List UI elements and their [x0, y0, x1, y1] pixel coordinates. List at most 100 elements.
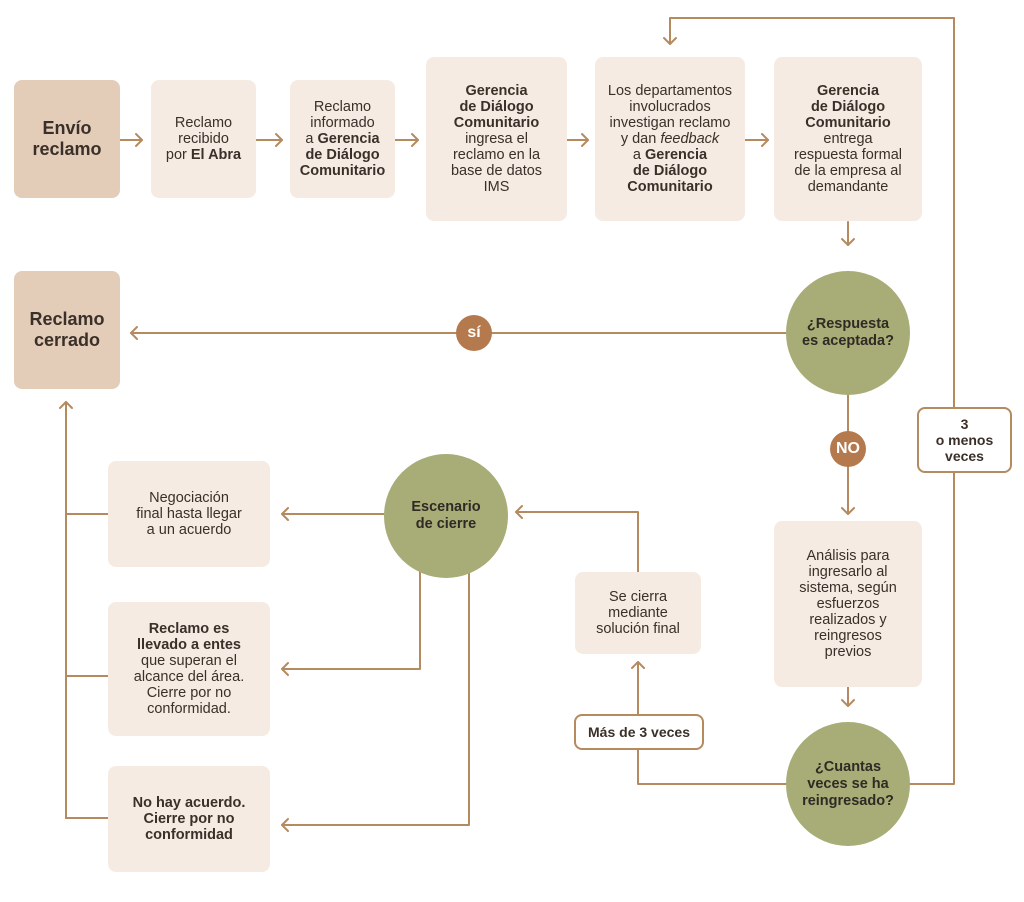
informado-line4: de Diálogo — [305, 147, 380, 163]
arrow-collector-cerrado — [59, 401, 109, 819]
informado-line3-prefix: a — [305, 131, 318, 147]
investigan-l4-italic: feedback — [660, 131, 720, 147]
investigan-l3: investigan reclamo — [609, 115, 731, 131]
respuesta-l7: demandante — [807, 179, 889, 195]
arrow-recibido-informado — [253, 133, 283, 147]
aceptada-line1: ¿Respuesta — [806, 316, 890, 332]
entes-l6: conformidad. — [147, 701, 231, 717]
investigan-l4: y dan feedback — [621, 131, 719, 147]
arrow-escenario-entes — [281, 569, 421, 676]
mas-de-3-tag: Más de 3 veces — [574, 714, 704, 750]
analisis-l6: reingresos — [814, 628, 882, 644]
recibido-line3: por El Abra — [166, 147, 241, 163]
investigan-l6: de Diálogo — [632, 163, 708, 179]
node-respuesta-formal: Gerencia de Diálogo Comunitario entrega … — [774, 57, 922, 221]
tres-line3: veces — [945, 448, 984, 464]
ingresa-l7: IMS — [483, 179, 510, 195]
arrow-escenario-negociacion — [281, 507, 385, 521]
entes-b1: Reclamo es — [148, 621, 230, 637]
node-escenario-cierre: Escenario de cierre — [384, 454, 508, 578]
informado-line2: informado — [310, 115, 375, 131]
arrow-secierra-escenario — [515, 505, 639, 573]
respuesta-b2: de Diálogo — [810, 99, 886, 115]
analisis-l1: Análisis para — [806, 548, 890, 564]
negociacion-line1: Negociación — [149, 490, 229, 506]
envio-line1: Envío — [42, 118, 92, 138]
informado-line3-bold: Gerencia — [317, 131, 380, 147]
cuantas-line2: veces se ha — [807, 775, 889, 792]
analisis-l5: realizados y — [809, 612, 887, 628]
tres-line2: o menos — [935, 432, 994, 448]
respuesta-l6: de la empresa al — [794, 163, 902, 179]
negociacion-line3: a un acuerdo — [146, 522, 232, 538]
investigan-l5-bold: Gerencia — [645, 147, 708, 163]
cuantas-line3: reingresado? — [802, 792, 894, 809]
node-analisis: Análisis para ingresarlo al sistema, seg… — [774, 521, 922, 687]
node-reclamo-recibido: Reclamo recibido por El Abra — [151, 80, 256, 198]
investigan-l2: involucrados — [629, 99, 711, 115]
no-label: NO — [836, 440, 860, 457]
informado-line1: Reclamo — [313, 99, 372, 115]
si-label: sí — [467, 324, 481, 341]
noacuerdo-line2: Cierre por no — [143, 811, 235, 827]
escenario-line2: de cierre — [415, 516, 477, 532]
envio-line2: reclamo — [32, 139, 102, 159]
investigan-l5: a Gerencia — [633, 147, 707, 163]
node-se-cierra: Se cierra mediante solución final — [575, 572, 701, 654]
arrow-loop-back — [663, 17, 955, 785]
cerrado-line2: cerrado — [33, 330, 101, 350]
node-departamentos-investigan: Los departamentos involucrados investiga… — [595, 57, 745, 221]
investigan-l5-prefix: a — [632, 147, 645, 163]
no-badge: NO — [830, 431, 866, 467]
secierra-line1: Se cierra — [608, 589, 668, 605]
entes-b2: llevado a entes — [137, 637, 241, 653]
node-reclamo-cerrado: Reclamo cerrado — [14, 271, 120, 389]
arrow-envio-recibido — [117, 133, 143, 147]
analisis-l3: sistema, según — [799, 580, 897, 596]
recibido-line3-bold: El Abra — [190, 147, 242, 163]
entes-l5: Cierre por no — [146, 685, 232, 701]
decision-respuesta-aceptada: ¿Respuesta es aceptada? — [786, 271, 910, 395]
node-no-hay-acuerdo: No hay acuerdo. Cierre por no conformida… — [108, 766, 270, 872]
node-negociacion: Negociación final hasta llegar a un acue… — [108, 461, 270, 567]
investigan-l4-prefix: y dan — [620, 131, 661, 147]
investigan-l7: Comunitario — [627, 179, 713, 195]
secierra-line2: mediante — [608, 605, 668, 621]
aceptada-line2: es aceptada? — [802, 333, 894, 349]
node-reclamo-informado: Reclamo informado a Gerencia de Diálogo … — [290, 80, 395, 198]
entes-l4: alcance del área. — [133, 669, 245, 685]
arrow-investigan-respuesta — [743, 133, 769, 147]
arrow-analisis-cuantas — [841, 686, 855, 707]
tres-line1: 3 — [960, 416, 969, 432]
recibido-line1: Reclamo — [174, 115, 233, 131]
entes-l3: que superan el — [141, 653, 237, 669]
arrow-ingresa-investigan — [565, 133, 589, 147]
cerrado-line1: Reclamo — [29, 309, 105, 329]
arrow-cuantas-secierra — [631, 661, 787, 785]
tres-o-menos-tag: 3 o menos veces — [917, 407, 1012, 473]
analisis-l7: previos — [824, 644, 872, 660]
informado-line5: Comunitario — [299, 163, 386, 179]
analisis-l4: esfuerzos — [816, 596, 880, 612]
node-ingresa-ims: Gerencia de Diálogo Comunitario ingresa … — [426, 57, 567, 221]
ingresa-l5: reclamo en la — [452, 147, 541, 163]
noacuerdo-line1: No hay acuerdo. — [132, 795, 246, 811]
ingresa-b1: Gerencia — [465, 83, 528, 99]
ingresa-b3: Comunitario — [453, 115, 540, 131]
investigan-l1: Los departamentos — [607, 83, 733, 99]
negociacion-line2: final hasta llegar — [136, 506, 242, 522]
ingresa-l4: ingresa el — [465, 131, 528, 147]
decision-cuantas-veces: ¿Cuantas veces se ha reingresado? — [786, 722, 910, 846]
escenario-line1: Escenario — [411, 499, 481, 515]
secierra-line3: solución final — [596, 621, 680, 637]
ingresa-b2: de Diálogo — [459, 99, 534, 115]
arrow-informado-ingresa — [393, 133, 419, 147]
ingresa-l6: base de datos — [450, 163, 543, 179]
mas-de-3-label: Más de 3 veces — [588, 724, 690, 740]
node-entes: Reclamo es llevado a entes que superan e… — [108, 602, 270, 736]
respuesta-l5: respuesta formal — [794, 147, 902, 163]
respuesta-b1: Gerencia — [816, 83, 880, 99]
cuantas-line1: ¿Cuantas — [814, 758, 882, 775]
noacuerdo-line3: conformidad — [145, 827, 233, 843]
